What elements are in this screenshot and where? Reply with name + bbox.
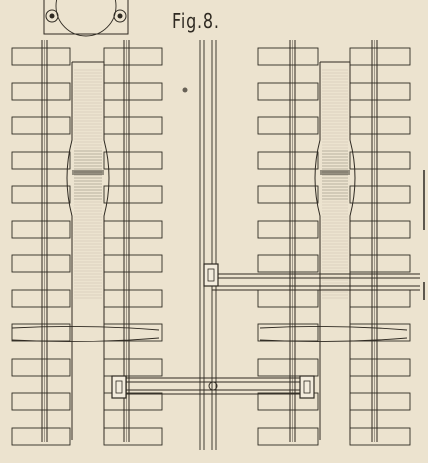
sleeper [257,358,319,377]
sleeper [103,254,163,273]
sleeper [349,392,411,411]
sleeper [11,289,71,308]
sleeper [11,427,71,446]
sleeper [349,220,411,239]
sleeper [11,47,71,66]
right-inspection-pit [314,61,356,440]
sleeper [257,289,319,308]
sleeper [11,185,71,204]
sleeper [11,151,71,170]
fitting-core [115,380,123,394]
fitting-box [299,375,315,399]
ink-dot [182,87,188,93]
sleeper [103,427,163,446]
sleeper [257,185,319,204]
sleeper [103,289,163,308]
sleeper [103,358,163,377]
pit-wall [103,62,110,440]
break-line [11,337,160,343]
top-left-detail-fragment [43,0,129,37]
sleeper [11,392,71,411]
sleeper [103,220,163,239]
bolt-centre [117,13,123,19]
sleeper [257,116,319,135]
sleeper [11,220,71,239]
detail-frame [43,0,129,35]
sleeper [349,47,411,66]
pit-wall [66,62,73,440]
sleeper [103,151,163,170]
right-track-rails [259,40,408,442]
sleeper [349,427,411,446]
sleeper [257,427,319,446]
sleeper [349,289,411,308]
bolt-head [113,9,127,23]
sleeper [103,82,163,101]
pit-wall [314,62,321,440]
junction-fittings [111,87,315,399]
sleeper [11,358,71,377]
sleeper [257,392,319,411]
sleeper [257,254,319,273]
sleeper [349,358,411,377]
sleeper [257,220,319,239]
sleeper [11,254,71,273]
bolt-head [45,9,59,23]
break-line [259,325,408,331]
sleeper [257,47,319,66]
sleeper [103,47,163,66]
pit-crossbar [320,170,350,175]
sleeper [103,116,163,135]
left-inspection-pit [66,61,110,440]
right-track-sleepers [257,47,411,446]
bolt-centre [49,13,55,19]
sleeper [349,151,411,170]
sleeper [349,185,411,204]
left-track-rails [11,40,160,442]
sleeper [11,116,71,135]
sleeper [11,82,71,101]
fitting-core [207,268,215,282]
transverse-track [120,273,420,395]
break-line [259,337,408,343]
central-vertical-track [199,40,217,450]
detail-circle [55,0,117,37]
fitting-box [111,375,127,399]
turntable-pivot [208,381,218,391]
pit-crossbar [72,170,104,175]
sleeper [349,254,411,273]
pit-wall [349,62,356,440]
fitting-box [203,263,219,287]
fitting-core [303,380,311,394]
sleeper [103,185,163,204]
sleeper [257,151,319,170]
sleeper [257,82,319,101]
figure-label: Fig.8. [172,9,220,33]
left-track-sleepers [11,47,163,446]
sleeper [349,116,411,135]
sleeper [349,82,411,101]
break-line [11,325,160,331]
